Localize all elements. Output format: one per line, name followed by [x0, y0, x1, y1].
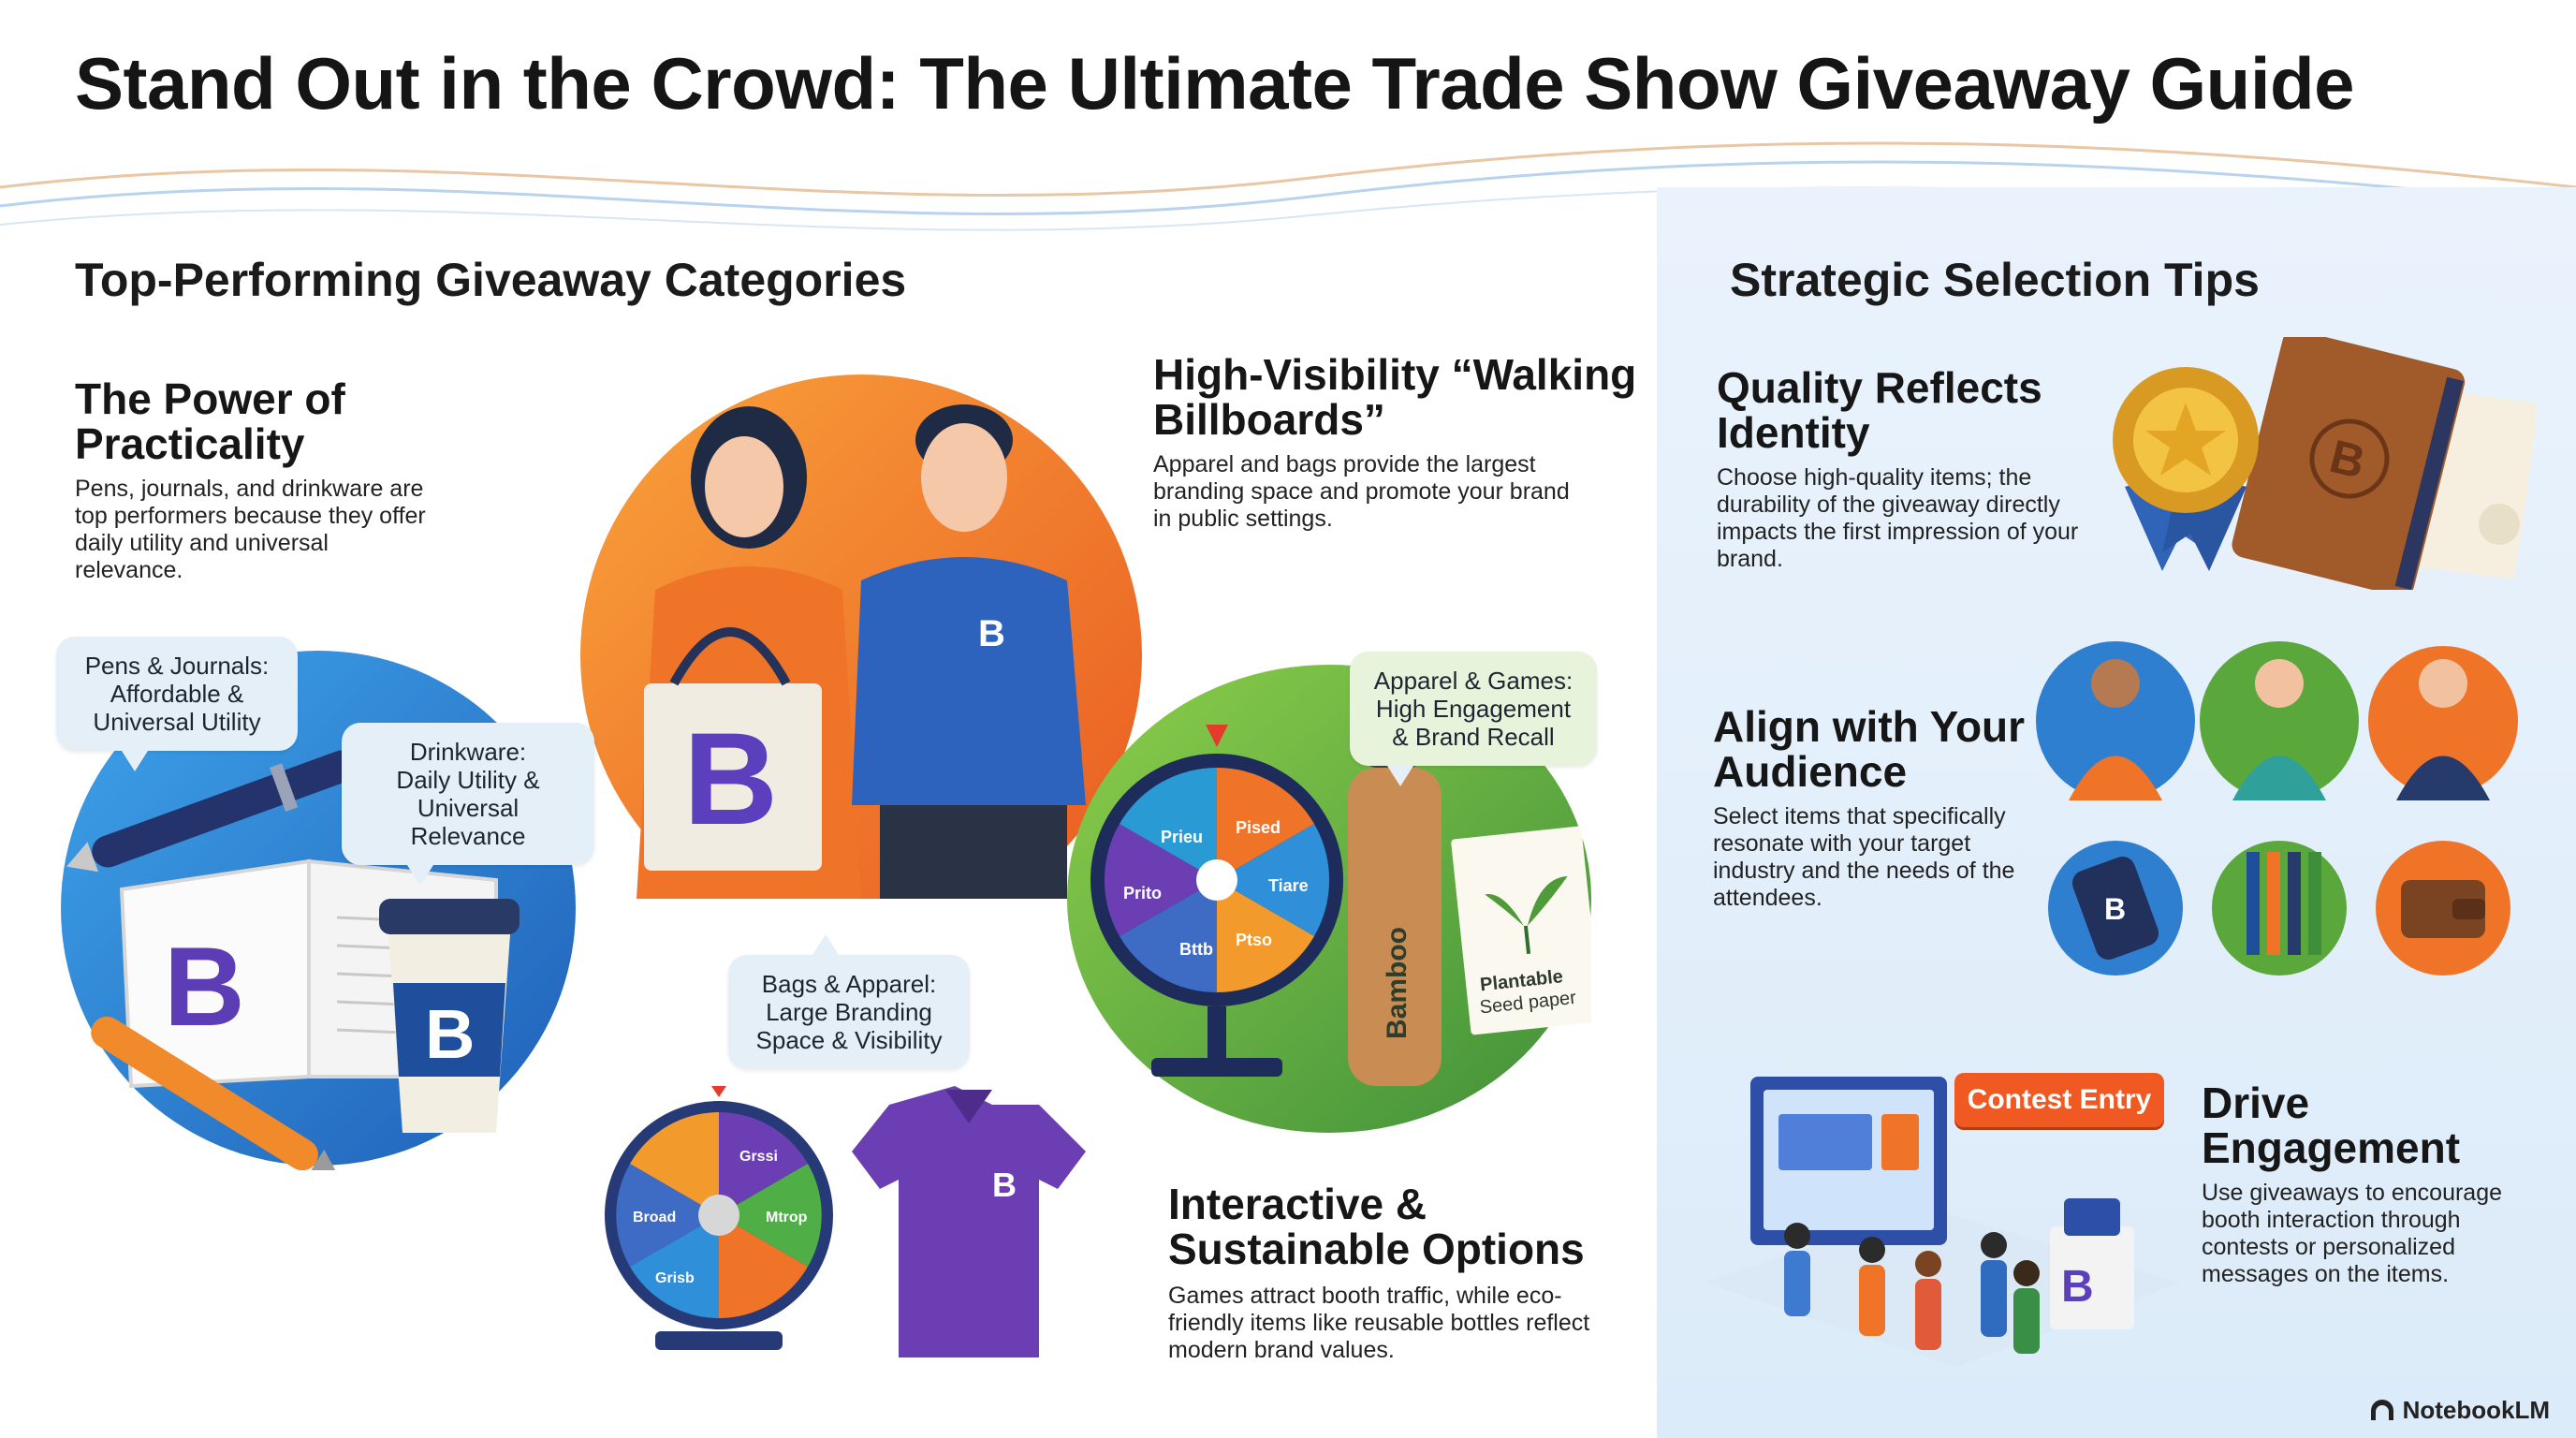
engagement-booth-illustration: B [1704, 1077, 2181, 1367]
booth-screen-icon [1750, 1077, 1947, 1245]
purple-polo-icon: B [852, 1086, 1086, 1357]
svg-text:Grisb: Grisb [655, 1270, 695, 1286]
svg-text:Broad: Broad [633, 1210, 676, 1225]
svg-text:Bttb: Bttb [1179, 940, 1213, 959]
billboards-body: Apparel and bags provide the largest bra… [1153, 451, 1570, 532]
bubble-bags-apparel: Bags & Apparel: Large Branding Space & V… [728, 934, 970, 1069]
audience-person-2-icon [2200, 641, 2359, 800]
booth-kiosk-icon: B [2050, 1198, 2134, 1329]
svg-text:B: B [978, 613, 1005, 654]
wallet-icon [2376, 841, 2510, 976]
interactive-body: Games attract booth traffic, while eco-f… [1168, 1283, 1590, 1363]
audience-illustration: B [2036, 641, 2518, 976]
man-in-polo-icon: B [852, 404, 1086, 899]
audience-person-1-icon [2036, 641, 2195, 800]
quality-body: Choose high-quality items; the durabilit… [1717, 464, 2079, 572]
coffee-cup-icon: B [379, 899, 520, 1133]
svg-text:B: B [683, 705, 778, 852]
pen-icon [66, 750, 359, 873]
billboards-title: High-Visibility “Walking Billboards” [1153, 350, 1637, 444]
svg-text:Grssi: Grssi [739, 1149, 778, 1165]
svg-text:B: B [164, 924, 245, 1049]
prize-wheel-icon: Prieu Pised Tiare Ptso Bttb Prito [1090, 725, 1343, 1077]
seed-paper-icon: Plantable Seed paper [1451, 826, 1591, 1035]
svg-text:B: B [2061, 1262, 2094, 1312]
svg-text:Mtrop: Mtrop [766, 1210, 808, 1225]
bubble-apparel-games: Apparel & Games: High Engagement & Brand… [1350, 652, 1597, 786]
svg-text:B: B [425, 995, 475, 1073]
notebooklm-brand: NotebookLM [2369, 1396, 2550, 1425]
quality-illustration: B [2113, 337, 2537, 590]
audience-body: Select items that specifically resonate … [1713, 803, 2015, 911]
award-medal-icon [2113, 367, 2259, 571]
practical-items-illustration: B B [61, 651, 576, 1170]
interactive-title: Interactive & Sustainable Options [1168, 1180, 1585, 1273]
svg-text:Prieu: Prieu [1161, 828, 1203, 846]
svg-text:Tiare: Tiare [1268, 876, 1309, 895]
leather-journal-icon: B [2232, 337, 2466, 590]
pencils-icon [2212, 841, 2347, 976]
contest-entry-tag: Contest Entry [1954, 1073, 2164, 1127]
audience-title: Align with Your Audience [1713, 702, 2026, 796]
engagement-body: Use giveaways to encourage booth interac… [2202, 1180, 2503, 1287]
orange-pen-icon [91, 1016, 340, 1170]
practicality-body: Pens, journals, and drinkware are top pe… [75, 476, 426, 583]
notebooklm-logo-icon [2370, 1399, 2393, 1420]
svg-text:B: B [2104, 892, 2126, 926]
small-prize-wheel-icon: Broad Mtrop Grssi Grisb [605, 1086, 833, 1350]
engagement-title: Drive Engagement [2202, 1078, 2461, 1172]
woman-with-tote-icon: B [637, 406, 861, 899]
quality-title: Quality Reflects Identity [1717, 363, 2042, 457]
walking-billboard-illustration: B B [580, 374, 1142, 899]
bubble-pens-journals: Pens & Journals: Affordable & Universal … [56, 637, 298, 771]
crowd-icon [1784, 1223, 2040, 1354]
audience-person-3-icon [2368, 646, 2518, 800]
svg-text:Pised: Pised [1236, 818, 1281, 837]
svg-text:Ptso: Ptso [1236, 931, 1272, 949]
small-wheel-and-polo-illustration: Broad Mtrop Grssi Grisb B [605, 1086, 1086, 1357]
practicality-title: The Power of Practicality [75, 374, 345, 468]
strategic-tips-heading: Strategic Selection Tips [1730, 254, 2260, 306]
svg-text:Bamboo: Bamboo [1382, 927, 1412, 1039]
svg-text:B: B [992, 1166, 1017, 1204]
power-bank-icon: B [2048, 841, 2183, 976]
categories-heading: Top-Performing Giveaway Categories [75, 254, 907, 306]
page-title: Stand Out in the Crowd: The Ultimate Tra… [75, 42, 2355, 125]
bubble-drinkware: Drinkware: Daily Utility & Universal Rel… [342, 723, 594, 886]
svg-text:Prito: Prito [1123, 884, 1162, 902]
